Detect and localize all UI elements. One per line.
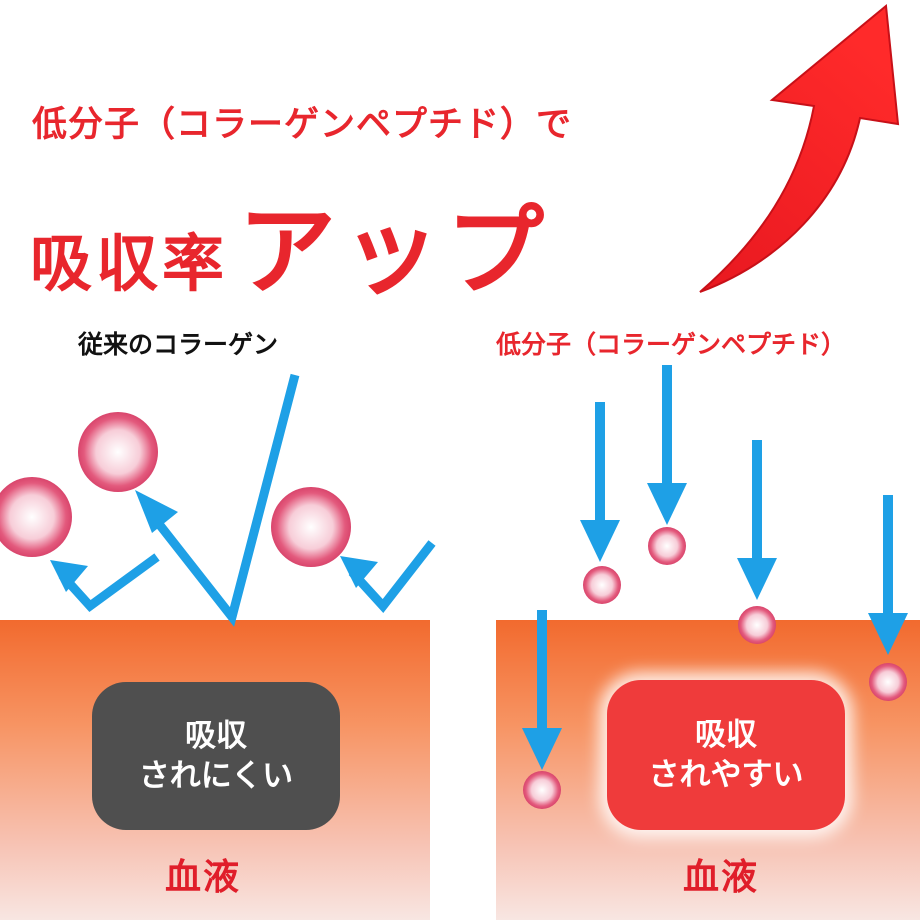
peptide-molecule-icon [583, 566, 621, 604]
absorption-easy-badge: 吸収 されやすい [607, 680, 845, 830]
down-arrow-icon [522, 365, 908, 770]
headline-line-2: 吸収率アップ [30, 172, 550, 314]
badge-line-2: されやすい [648, 757, 804, 793]
collagen-molecule-icon [0, 477, 72, 557]
blood-label-right: 血液 [683, 856, 760, 898]
headline-up: アップ [238, 194, 551, 309]
peptide-molecule-icon [523, 771, 561, 809]
peptide-molecule-icon [738, 606, 776, 644]
bounce-arrow-icon [58, 373, 436, 627]
headline-absorption-rate: 吸収率 [30, 227, 229, 300]
collagen-molecule-icon [78, 412, 158, 492]
absorption-difficult-badge: 吸収 されにくい [92, 682, 340, 830]
badge-line-1: 吸収 [185, 718, 247, 754]
collagen-molecule-icon [271, 487, 351, 567]
arrowhead-icon [50, 490, 378, 592]
blood-label-left: 血液 [165, 856, 242, 898]
headline-line-1: 低分子（コラーゲンペプチド）で [32, 104, 573, 145]
peptide-molecule-icon [869, 663, 907, 701]
low-molecular-collagen-label: 低分子（コラーゲンペプチド） [496, 330, 847, 359]
peptide-molecule-icon [648, 527, 686, 565]
conventional-collagen-label: 従来のコラーゲン [78, 330, 279, 359]
badge-line-2: されにくい [138, 758, 294, 794]
badge-line-1: 吸収 [695, 717, 757, 753]
